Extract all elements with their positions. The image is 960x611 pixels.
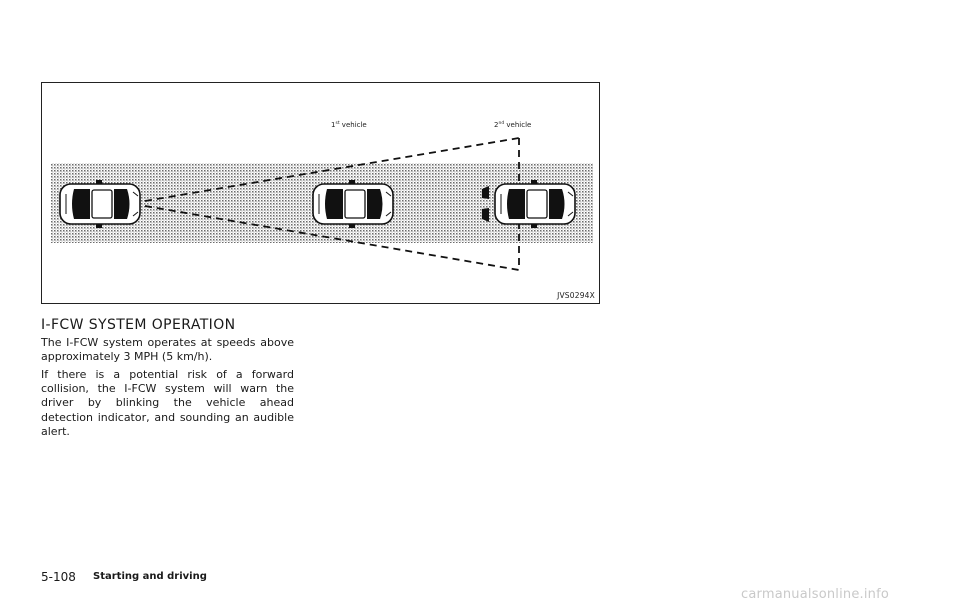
road-diagram — [51, 137, 593, 271]
first-vehicle-icon — [312, 179, 394, 229]
detection-indicator-icon — [482, 186, 489, 222]
paragraph: If there is a potential risk of a forwar… — [41, 368, 294, 438]
second-vehicle-icon — [494, 179, 576, 229]
section-heading: I-FCW SYSTEM OPERATION — [41, 317, 236, 333]
page-number: 5-108 — [41, 570, 76, 584]
second-vehicle-label: 2nd vehicle — [494, 121, 532, 129]
watermark: carmanualsonline.info — [741, 587, 890, 602]
own-vehicle-icon — [59, 179, 141, 229]
figure-code: JVS0294X — [557, 291, 595, 300]
first-vehicle-label: 1st vehicle — [331, 121, 367, 129]
diagram-figure: 1st vehicle 2nd vehicle JVS0294X — [41, 82, 600, 304]
paragraph: The I-FCW system operates at speeds abov… — [41, 336, 294, 364]
footer-section-title: Starting and driving — [93, 571, 207, 582]
